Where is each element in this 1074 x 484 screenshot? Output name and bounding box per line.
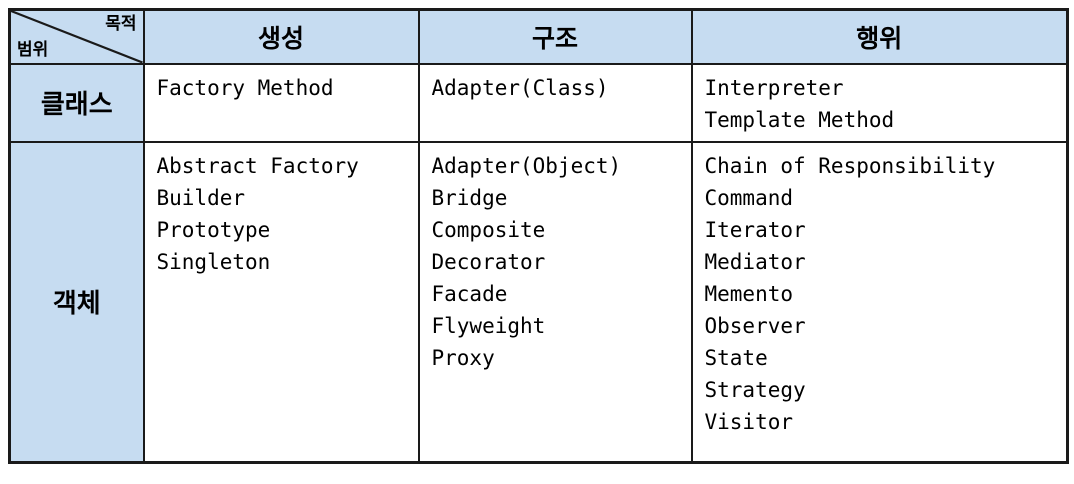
pattern-item: Memento xyxy=(704,281,794,306)
cell-object-creational: Abstract Factory Builder Prototype Singl… xyxy=(142,140,420,464)
pattern-item: Iterator xyxy=(704,217,806,242)
pattern-item: Composite xyxy=(431,217,546,242)
pattern-item: Prototype xyxy=(156,217,271,242)
pattern-item: Template Method xyxy=(704,107,895,132)
column-header-behavioral: 행위 xyxy=(690,8,1069,65)
column-header-structural: 구조 xyxy=(417,8,693,65)
pattern-item: Builder xyxy=(156,185,246,210)
cell-class-creational: Factory Method xyxy=(142,62,420,143)
diagonal-divider-line xyxy=(11,11,143,63)
pattern-item: Adapter(Object) xyxy=(431,153,622,178)
row-header-class: 클래스 xyxy=(8,62,145,143)
cell-object-behavioral: Chain of Responsibility Command Iterator… xyxy=(690,140,1069,464)
pattern-item: Visitor xyxy=(704,409,794,434)
row-object-scope: 객체 Abstract Factory Builder Prototype Si… xyxy=(8,140,1069,464)
pattern-item: Adapter(Class) xyxy=(431,75,609,100)
row-header-object: 객체 xyxy=(8,140,145,464)
pattern-item: State xyxy=(704,345,768,370)
cell-class-structural: Adapter(Class) xyxy=(417,62,693,143)
pattern-item: Bridge xyxy=(431,185,508,210)
column-header-creational: 생성 xyxy=(142,8,420,65)
pattern-item: Interpreter xyxy=(704,75,844,100)
pattern-item: Observer xyxy=(704,313,806,338)
design-patterns-table: 목적 범위 생성 구조 행위 클래스 Factory Method Adapte… xyxy=(8,8,1069,464)
pattern-item: Flyweight xyxy=(431,313,546,338)
pattern-item: Abstract Factory xyxy=(156,153,359,178)
pattern-item: Chain of Responsibility xyxy=(704,153,996,178)
cell-object-structural: Adapter(Object) Bridge Composite Decorat… xyxy=(417,140,693,464)
header-row: 목적 범위 생성 구조 행위 xyxy=(8,8,1069,65)
corner-purpose-label: 목적 xyxy=(105,14,137,33)
corner-cell: 목적 범위 xyxy=(8,8,145,65)
pattern-item: Proxy xyxy=(431,345,495,370)
pattern-item: Singleton xyxy=(156,249,271,274)
corner-scope-label: 범위 xyxy=(17,39,49,59)
pattern-item: Mediator xyxy=(704,249,806,274)
pattern-item: Decorator xyxy=(431,249,546,274)
cell-class-behavioral: Interpreter Template Method xyxy=(690,62,1069,143)
pattern-item: Facade xyxy=(431,281,508,306)
pattern-item: Strategy xyxy=(704,377,806,402)
pattern-item: Command xyxy=(704,185,794,210)
row-class-scope: 클래스 Factory Method Adapter(Class) Interp… xyxy=(8,62,1069,143)
pattern-item: Factory Method xyxy=(156,75,334,100)
